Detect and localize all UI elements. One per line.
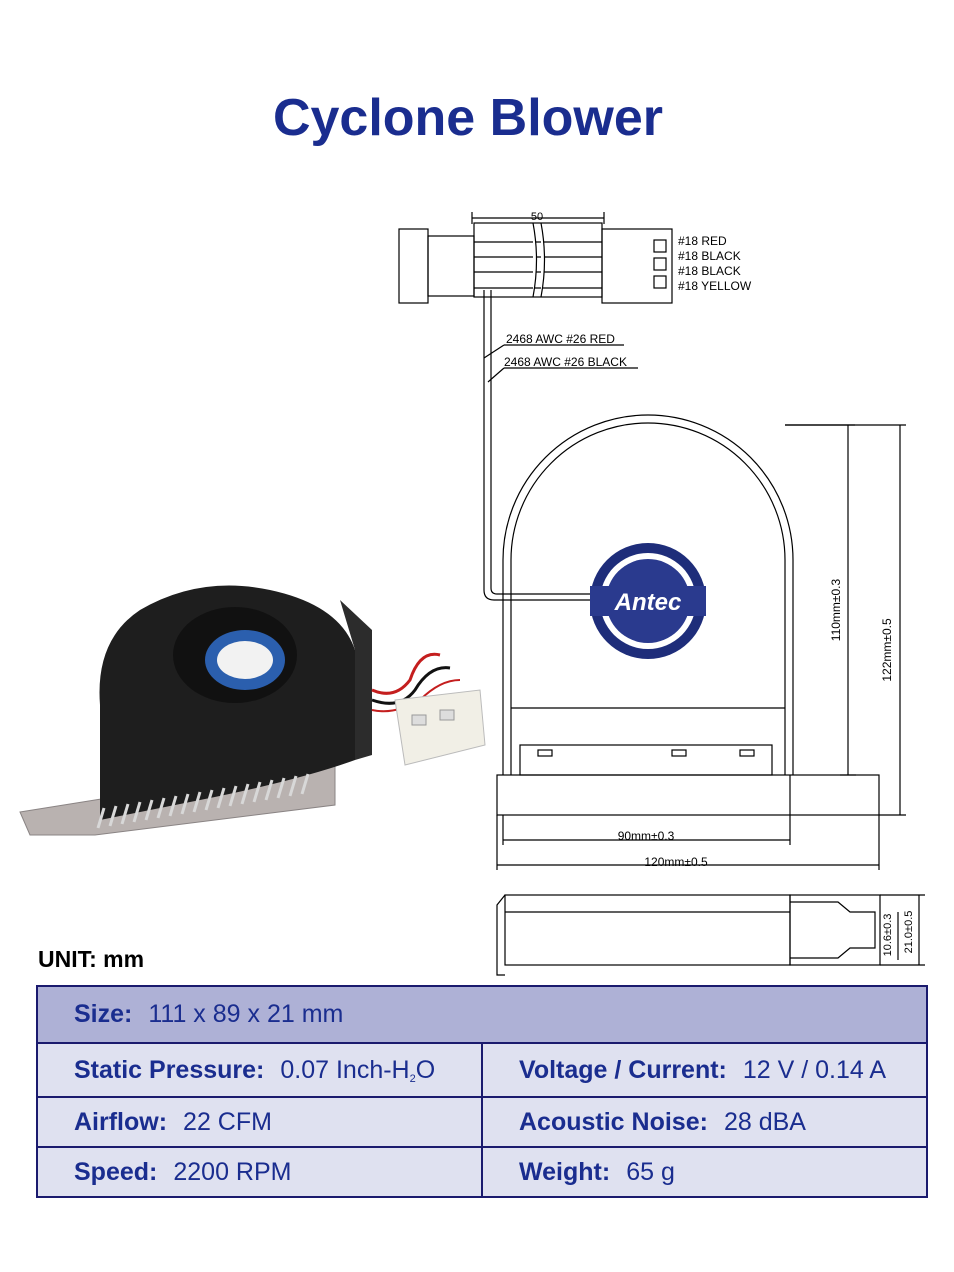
dim-height-inner: 110mm±0.3	[829, 578, 843, 641]
wire-label-4: #18 YELLOW	[678, 279, 752, 293]
spec-value: 111 x 89 x 21 mm	[148, 1000, 344, 1028]
spec-value: 22 CFM	[183, 1107, 272, 1136]
unit-label: UNIT: mm	[38, 946, 145, 972]
spec-weight: Weight: 65 g	[481, 1148, 926, 1196]
fin-row	[96, 773, 310, 829]
spec-label: Airflow:	[74, 1107, 168, 1136]
technical-drawing: 50 #18 RED #18 BLACK #18 BLACK #18 YELLO…	[19, 211, 925, 976]
spec-table: Size: 111 x 89 x 21 mm Static Pressure: …	[36, 985, 928, 1198]
dim-height-outer: 122mm±0.5	[880, 618, 894, 682]
spec-voltage-current: Voltage / Current: 12 V / 0.14 A	[481, 1044, 926, 1096]
spec-acoustic-noise: Acoustic Noise: 28 dBA	[481, 1098, 926, 1146]
connector-drawing	[398, 212, 673, 304]
spec-speed: Speed: 2200 RPM	[38, 1148, 481, 1196]
table-row: Size: 111 x 89 x 21 mm	[38, 987, 926, 1042]
wire-label-3: #18 BLACK	[678, 264, 741, 278]
wire-label-2: #18 BLACK	[678, 249, 741, 263]
product-photo	[19, 585, 486, 836]
wire-label-1: #18 RED	[678, 234, 727, 248]
spec-label: Static Pressure:	[74, 1055, 265, 1084]
spec-label: Size:	[74, 1000, 133, 1028]
spec-value: 2200 RPM	[173, 1157, 292, 1186]
table-row: Speed: 2200 RPM Weight: 65 g	[38, 1146, 926, 1196]
cable-black-label: 2468 AWC #26 BLACK	[504, 355, 627, 369]
dim-width-outer: 120mm±0.5	[644, 855, 708, 869]
spec-value: 12 V / 0.14 A	[742, 1055, 887, 1084]
logo-text: Antec	[614, 589, 682, 616]
fan-housing-side	[496, 894, 925, 976]
spec-value: 0.07 Inch-H2O	[280, 1055, 436, 1085]
antec-logo: Antec	[590, 543, 706, 659]
cable-drawing	[483, 290, 638, 601]
spec-label: Voltage / Current:	[519, 1055, 727, 1084]
spec-value: 28 dBA	[723, 1107, 806, 1136]
cable-red-label: 2468 AWC #26 RED	[506, 332, 615, 346]
spec-label: Acoustic Noise:	[519, 1107, 708, 1136]
fan-housing-front	[496, 414, 906, 870]
dim-thick-outer: 21.0±0.5	[903, 911, 915, 954]
dim-width-inner: 90mm±0.3	[618, 829, 675, 843]
spec-size: Size: 111 x 89 x 21 mm	[38, 987, 926, 1042]
spec-label: Weight:	[519, 1157, 611, 1186]
spec-airflow: Airflow: 22 CFM	[38, 1098, 481, 1146]
page-title: Cyclone Blower	[272, 89, 664, 147]
table-row: Airflow: 22 CFM Acoustic Noise: 28 dBA	[38, 1096, 926, 1146]
dim-thick-inner: 10.6±0.3	[882, 914, 894, 957]
spec-value: 65 g	[626, 1157, 675, 1186]
spec-label: Speed:	[74, 1157, 158, 1186]
table-row: Static Pressure: 0.07 Inch-H2O Voltage /…	[38, 1042, 926, 1096]
spec-static-pressure: Static Pressure: 0.07 Inch-H2O	[38, 1044, 481, 1096]
dim-connector-label: 50	[531, 211, 543, 223]
